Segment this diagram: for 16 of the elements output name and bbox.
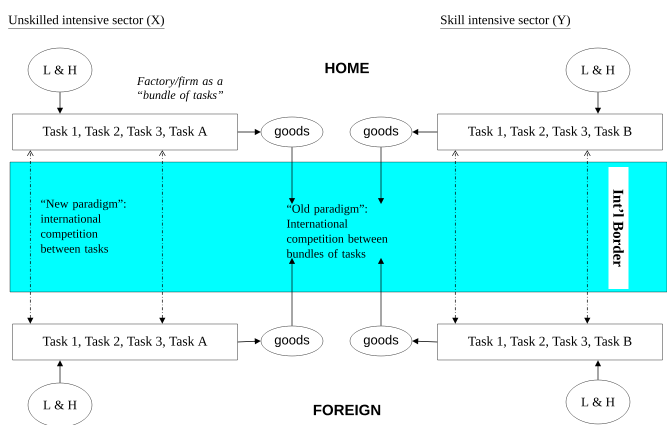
region-label: HOME xyxy=(326,62,369,74)
ellipse-node: L & H xyxy=(566,48,630,92)
border-label: Int’l Border xyxy=(608,167,628,289)
task-box: Task 1, Task 2, Task 3, Task A xyxy=(12,324,238,360)
border-band xyxy=(10,162,667,292)
paradigm-text: “New paradigm”: international competition between tasks xyxy=(40,199,126,253)
paradigm-text: “Old paradigm”: International competition between bundles of tasks xyxy=(286,204,388,258)
region-label: FOREIGN xyxy=(314,404,380,416)
ellipse-node: L & H xyxy=(28,48,92,92)
note-text: Factory/firm as a “bundle of tasks” xyxy=(136,76,224,102)
task-box: Task 1, Task 2, Task 3, Task A xyxy=(12,114,238,150)
ellipse-node: L & H xyxy=(566,380,630,424)
task-box: Task 1, Task 2, Task 3, Task B xyxy=(437,324,663,360)
sector-heading: Unskilled intensive sector (X) xyxy=(8,15,165,28)
task-box: Task 1, Task 2, Task 3, Task B xyxy=(437,114,663,150)
sector-heading: Skill intensive sector (Y) xyxy=(440,15,571,28)
